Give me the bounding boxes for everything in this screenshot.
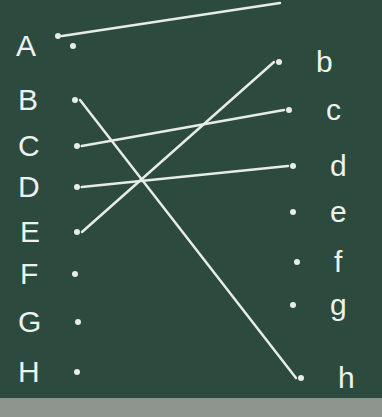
chalk-dot: [298, 375, 304, 381]
chalk-dot: [276, 59, 282, 65]
chalk-dot: [74, 369, 80, 375]
letter-node: b: [274, 45, 335, 79]
letter-label: F: [20, 259, 38, 289]
letter-label: f: [334, 247, 342, 277]
chalk-connector: [82, 62, 274, 232]
chalk-connector: [80, 100, 296, 378]
letter-label: h: [338, 363, 355, 393]
letter-label: E: [20, 217, 40, 247]
letter-node: h: [296, 361, 357, 395]
chalk-dot: [72, 271, 78, 277]
letter-label: B: [18, 85, 38, 115]
chalk-dot: [74, 229, 80, 235]
chalk-line: [62, 3, 280, 36]
letter-node: H: [16, 355, 82, 389]
chalk-dot: [290, 209, 296, 215]
chalk-dot: [55, 33, 61, 39]
letter-node: C: [16, 129, 82, 163]
letter-node: g: [288, 288, 349, 322]
chalk-dot: [290, 302, 296, 308]
letter-label: H: [18, 357, 40, 387]
letter-label: c: [326, 95, 341, 125]
letter-node: B: [16, 83, 80, 117]
letter-label: C: [18, 131, 40, 161]
letter-node: A: [14, 29, 78, 63]
letter-node: E: [18, 215, 82, 249]
chalk-connector: [82, 110, 284, 146]
chalk-dot: [74, 184, 80, 190]
letter-node: d: [288, 149, 349, 183]
chalk-dot: [74, 143, 80, 149]
chalk-dot: [72, 97, 78, 103]
chalk-dot: [70, 43, 76, 49]
letter-label: A: [16, 31, 36, 61]
letter-node: c: [284, 93, 343, 127]
letter-node: f: [292, 245, 344, 279]
letter-label: g: [330, 290, 347, 320]
letter-node: e: [288, 195, 349, 229]
chalk-dot: [290, 163, 296, 169]
chalk-tray: [0, 398, 382, 417]
letter-node: F: [18, 257, 80, 291]
letter-label: e: [330, 197, 347, 227]
letter-label: b: [316, 47, 333, 77]
chalk-dot: [75, 319, 81, 325]
chalk-connector: [82, 166, 288, 187]
letter-node: D: [16, 170, 82, 204]
letter-label: G: [18, 307, 41, 337]
chalk-dot: [286, 107, 292, 113]
letter-label: D: [18, 172, 40, 202]
letter-label: d: [330, 151, 347, 181]
letter-node: G: [16, 305, 83, 339]
chalk-dot: [294, 259, 300, 265]
